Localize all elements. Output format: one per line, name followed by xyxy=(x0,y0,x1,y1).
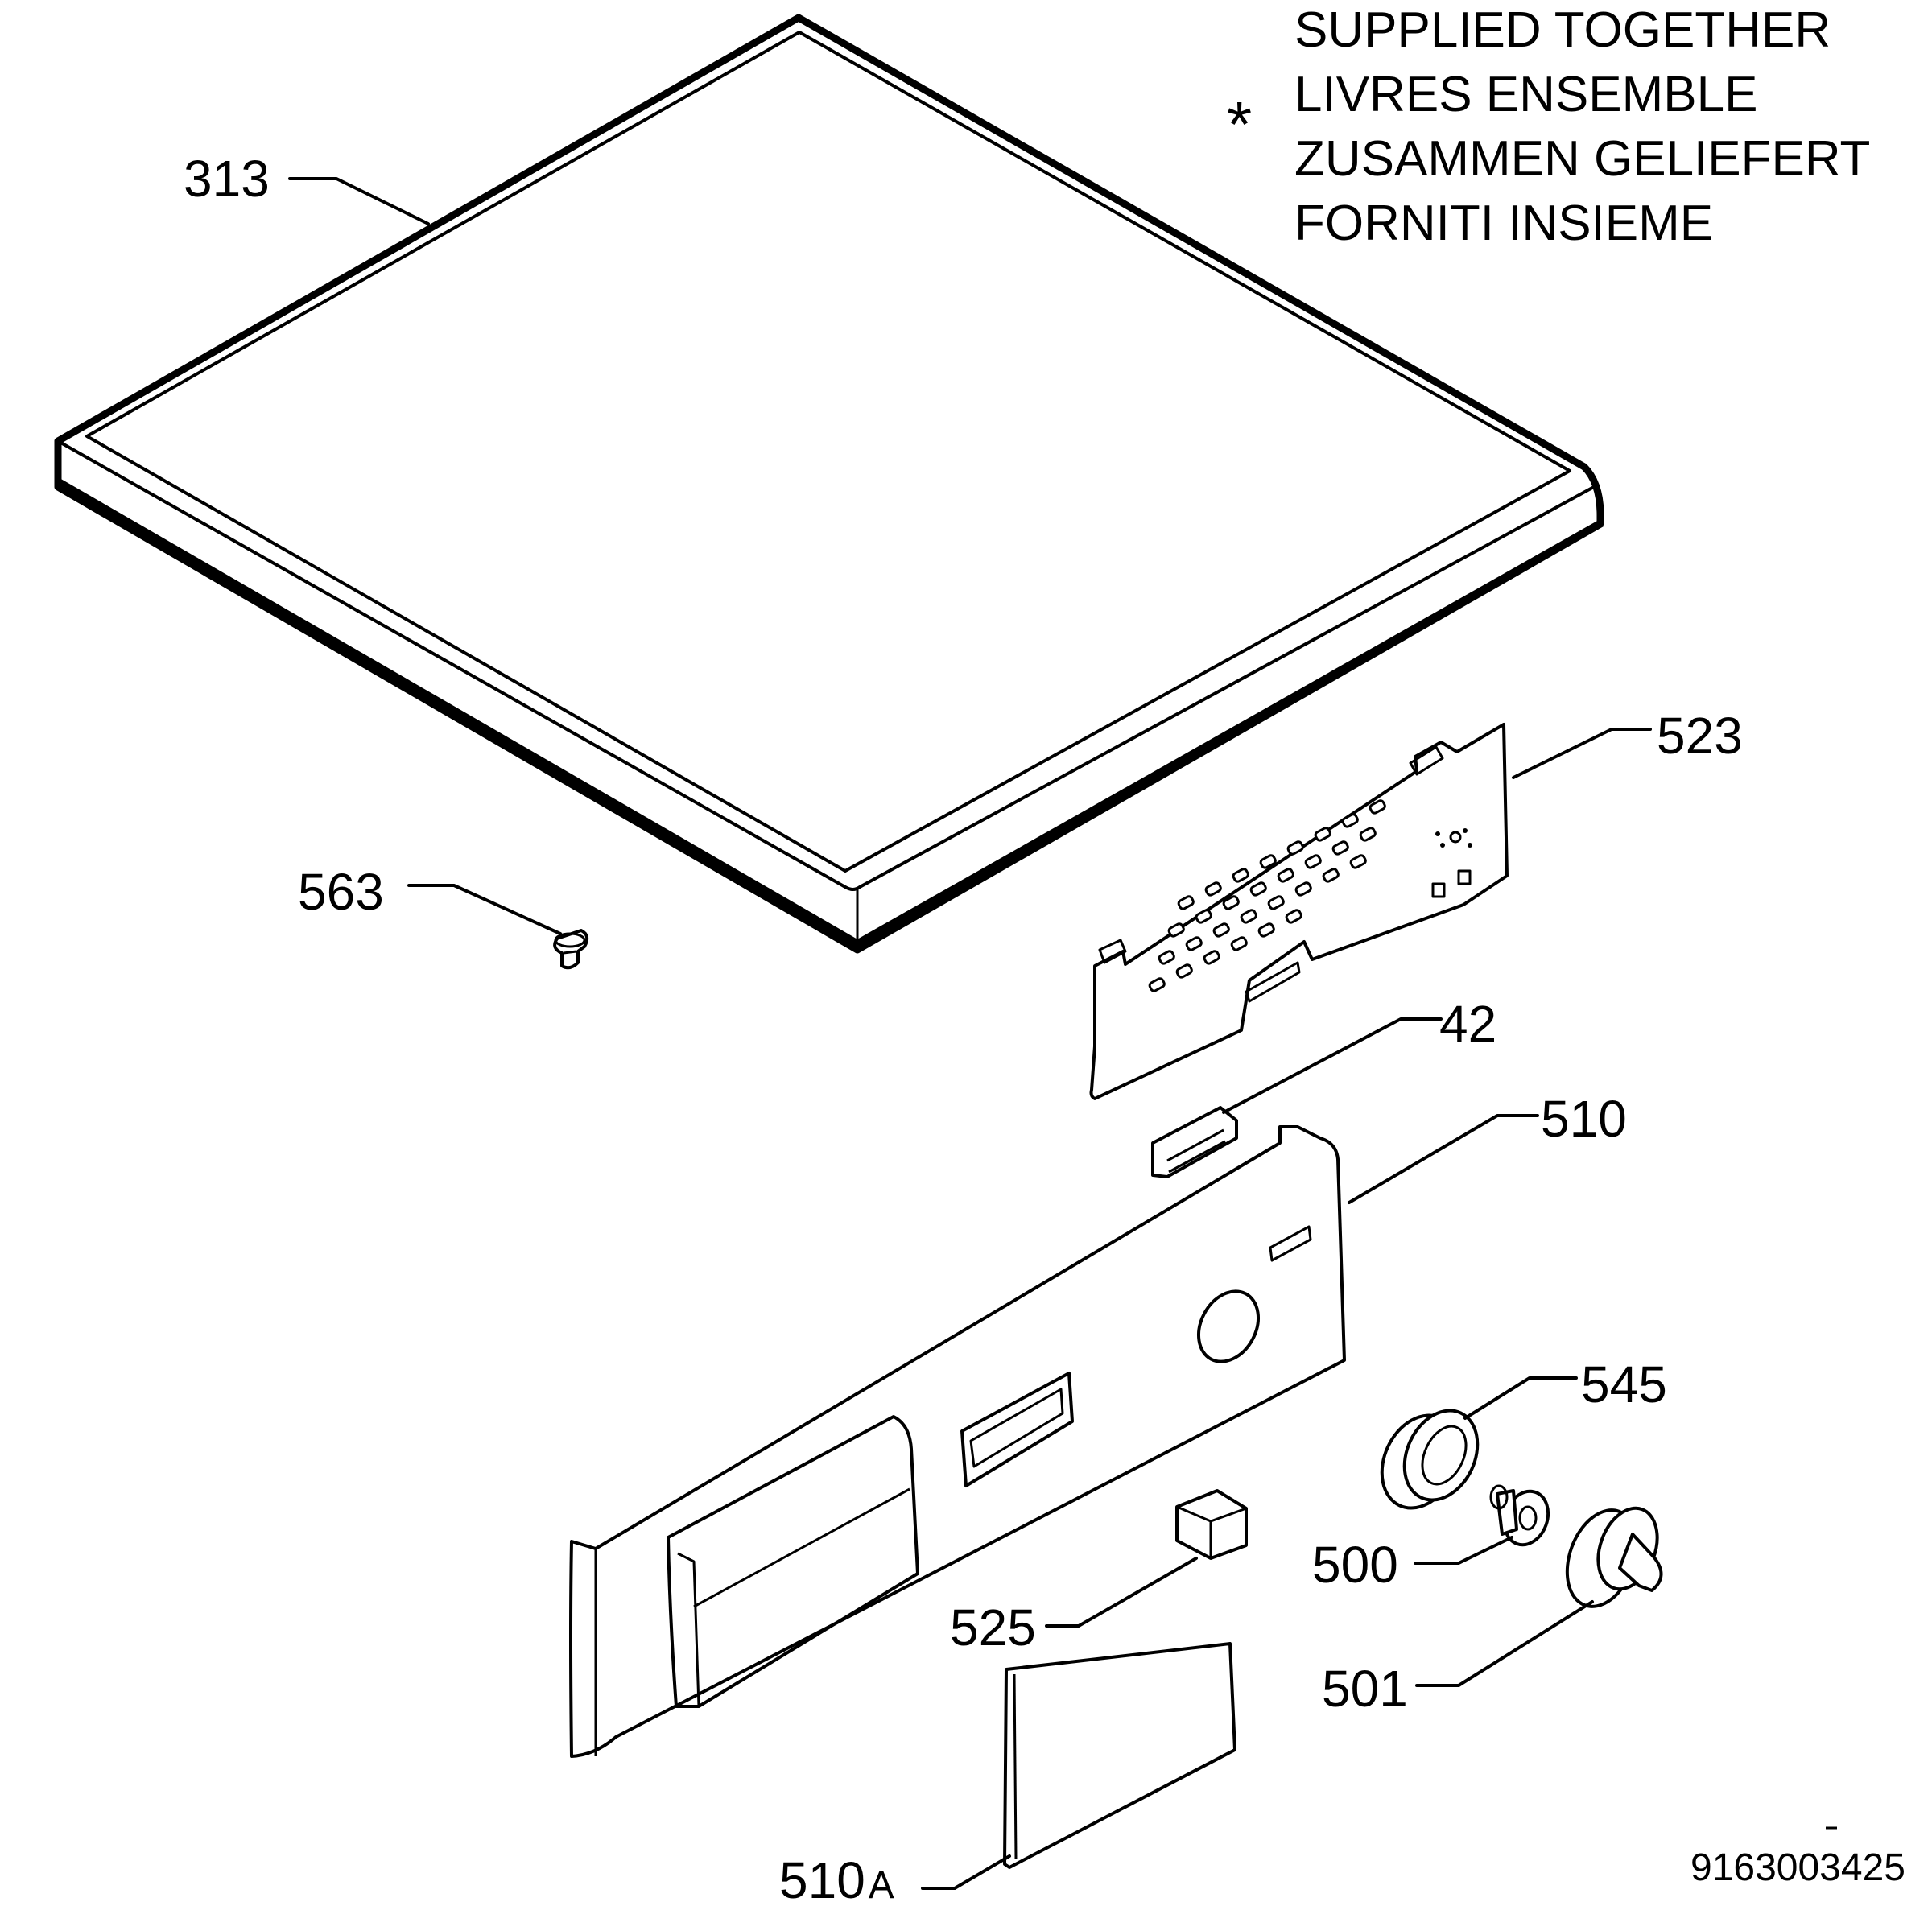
keypad-pad xyxy=(1359,827,1377,842)
keypad-pad xyxy=(1177,895,1195,910)
part-501-knob xyxy=(1565,1506,1663,1608)
keypad-pad xyxy=(1294,881,1312,897)
part-523-control-board xyxy=(1089,723,1509,1100)
drawing-reference-number: 9163003425 xyxy=(1690,1846,1905,1889)
part-510a-label-plate xyxy=(1003,1642,1236,1869)
keypad-pad xyxy=(1286,840,1304,856)
part-313-worktop xyxy=(54,14,1604,954)
callout-523: 523 xyxy=(1657,707,1743,765)
part-500-spindle xyxy=(1489,1484,1550,1547)
keypad-pad xyxy=(1285,909,1302,924)
callout-545: 545 xyxy=(1581,1355,1667,1413)
callout-510a-suffix: A xyxy=(869,1864,894,1906)
keypad-pad xyxy=(1349,854,1367,869)
keypad-pad xyxy=(1240,909,1257,924)
part-510-control-panel xyxy=(569,1125,1346,1758)
keypad-pad xyxy=(1314,827,1331,842)
keypad-pad xyxy=(1230,936,1248,951)
callout-501: 501 xyxy=(1322,1660,1408,1718)
part-563-plug xyxy=(553,929,589,970)
keypad-pad xyxy=(1167,922,1185,938)
keypad-pad xyxy=(1185,936,1203,951)
keypad-pad xyxy=(1203,950,1220,965)
note-line-2: LIVRES ENSEMBLE xyxy=(1294,67,1757,122)
note-line-4: FORNITI INSIEME xyxy=(1294,196,1713,251)
part-525-push-button xyxy=(1175,1489,1248,1560)
keypad-pad xyxy=(1148,977,1166,992)
note-line-1: SUPPLIED TOGETHER xyxy=(1294,2,1831,58)
callout-510: 510 xyxy=(1541,1090,1627,1148)
callout-313: 313 xyxy=(184,150,270,208)
keypad-pad xyxy=(1232,868,1249,883)
keypad-pad xyxy=(1341,813,1359,828)
callout-500: 500 xyxy=(1312,1536,1398,1594)
keypad-pad xyxy=(1259,854,1277,869)
keypad-pad xyxy=(1249,881,1267,897)
callout-510a: 510A xyxy=(779,1851,894,1906)
keypad-pad xyxy=(1212,922,1230,938)
keypad-pad xyxy=(1257,922,1275,938)
callout-563: 563 xyxy=(298,863,384,921)
keypad-pad xyxy=(1195,909,1212,924)
part-42-light-guide xyxy=(1151,1106,1238,1178)
note-asterisk: * xyxy=(1227,89,1252,160)
keypad-pad xyxy=(1175,963,1193,979)
callout-510a-number: 510 xyxy=(779,1851,865,1906)
keypad-pad xyxy=(1331,840,1349,856)
part-545-knob-ring xyxy=(1380,1409,1480,1510)
keypad-pad xyxy=(1304,854,1322,869)
keypad-pad xyxy=(1204,881,1222,897)
callout-525: 525 xyxy=(950,1599,1036,1656)
keypad-pad xyxy=(1322,868,1340,883)
callout-42: 42 xyxy=(1439,995,1496,1053)
board-keypad-grid xyxy=(1148,799,1386,992)
keypad-pad xyxy=(1368,799,1386,815)
keypad-pad xyxy=(1222,895,1240,910)
keypad-pad xyxy=(1267,895,1285,910)
keypad-pad xyxy=(1158,950,1175,965)
keypad-pad xyxy=(1277,868,1294,883)
note-line-3: ZUSAMMEN GELIEFERT xyxy=(1294,131,1870,187)
leader-lines xyxy=(288,177,1837,1890)
